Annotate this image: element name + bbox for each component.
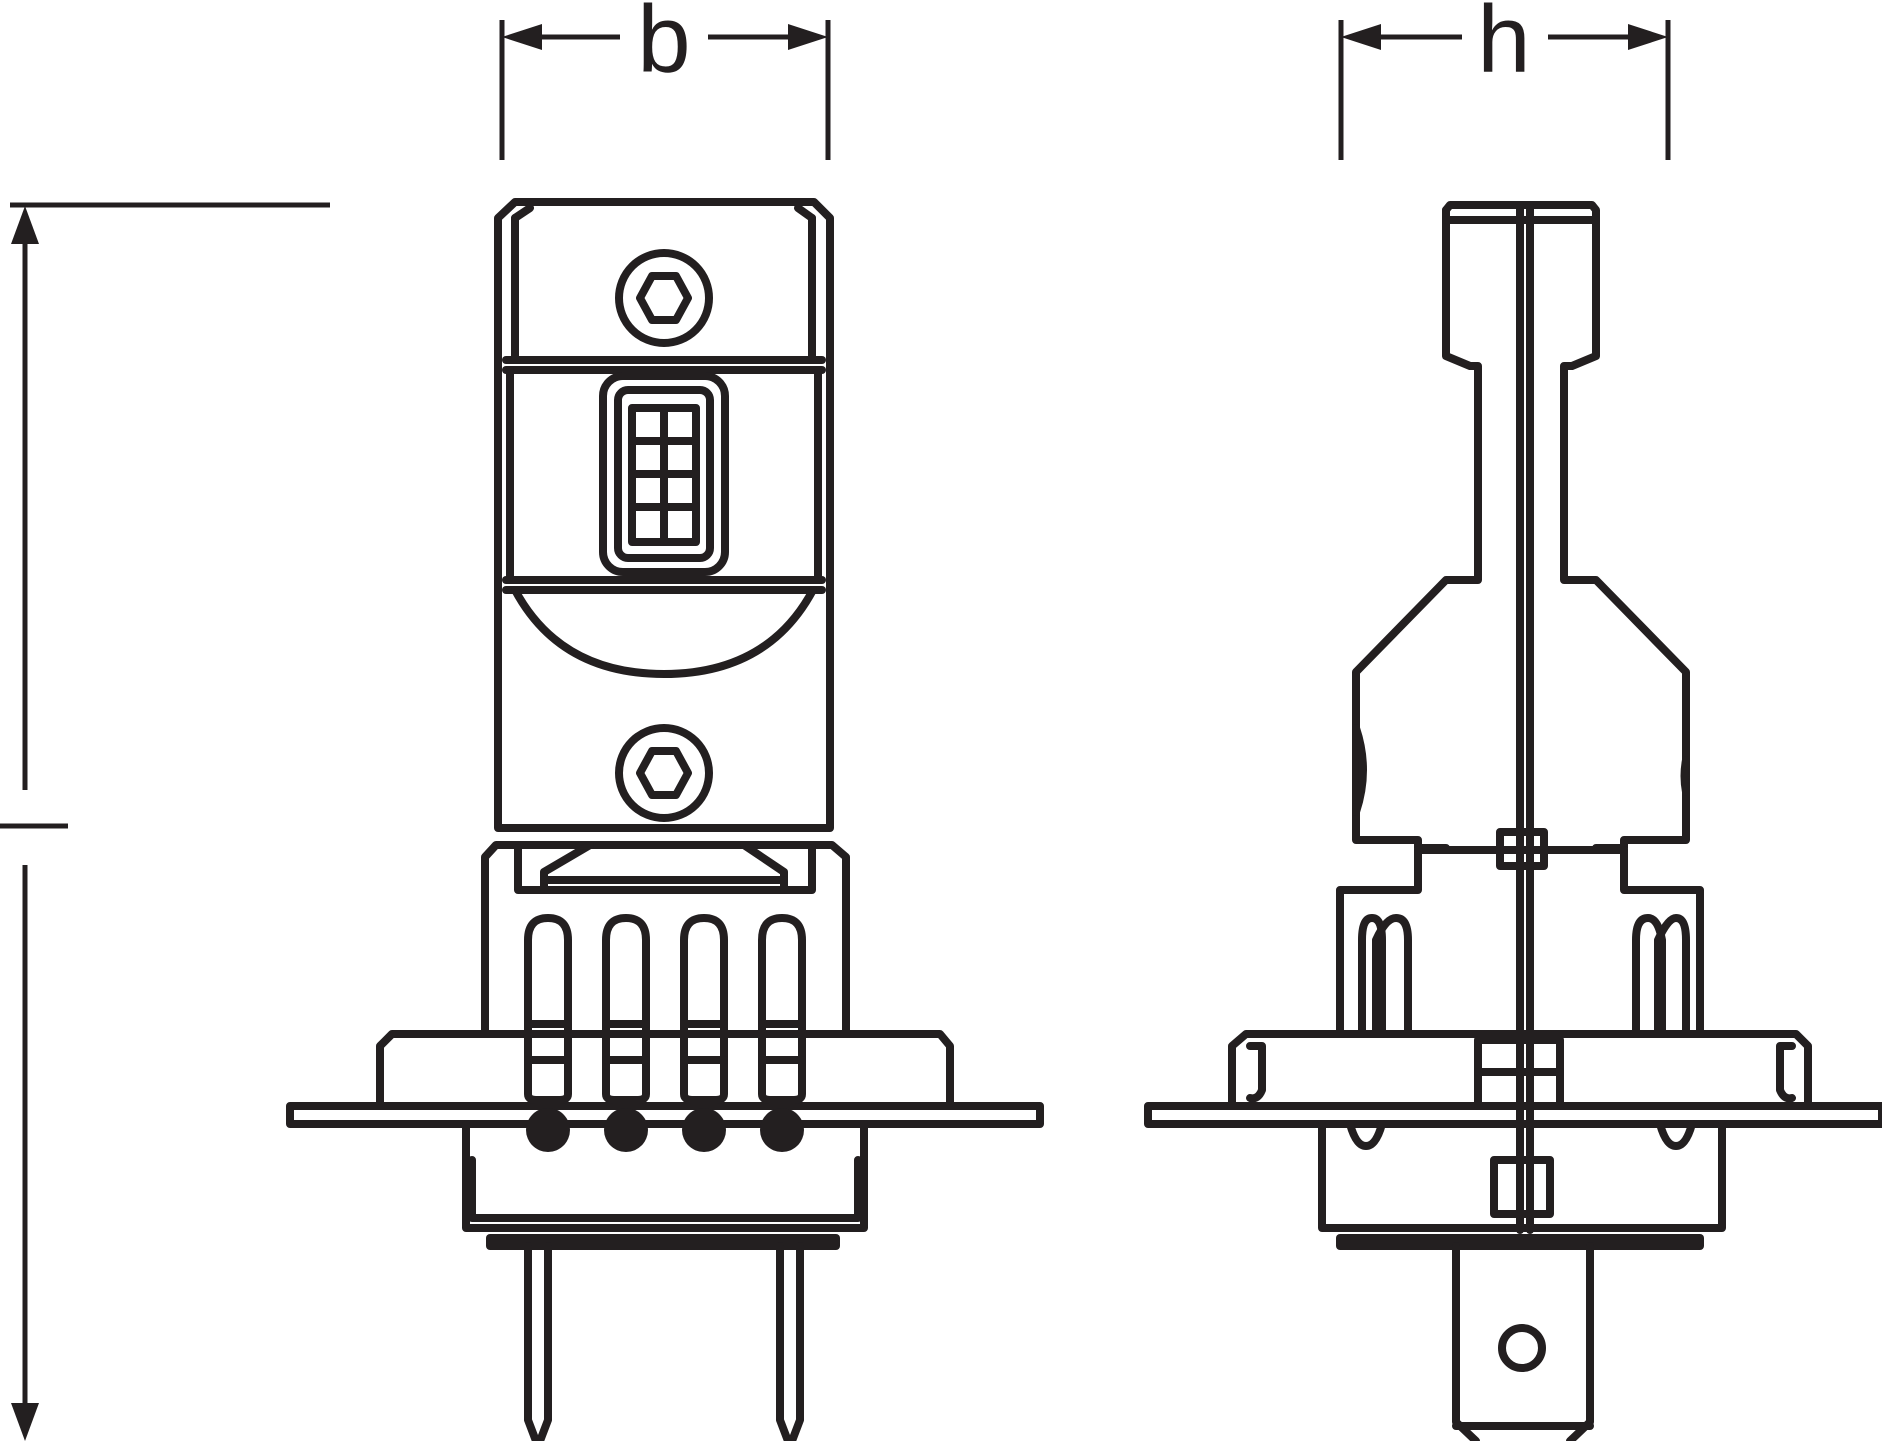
arrow-right-icon <box>788 24 828 50</box>
terminal-hole-icon <box>1498 1324 1546 1372</box>
dimension-label-h: h <box>1477 0 1530 93</box>
dimension-b: b <box>499 0 831 160</box>
screw-icon <box>615 724 713 822</box>
dimension-label-b: b <box>637 0 690 93</box>
dimension-h: h <box>1338 0 1671 160</box>
arrow-down-icon <box>11 1403 39 1441</box>
arrow-right-icon <box>1628 24 1668 50</box>
side-view <box>1144 201 1882 1441</box>
contact-pins <box>524 914 806 1152</box>
arrow-left-icon <box>1341 24 1381 50</box>
arrow-left-icon <box>502 24 542 50</box>
dimension-length <box>0 202 330 1441</box>
latch-icon <box>1490 1156 1554 1218</box>
screw-icon <box>615 249 713 347</box>
arrow-up-icon <box>11 206 39 244</box>
front-view <box>286 198 1044 1441</box>
